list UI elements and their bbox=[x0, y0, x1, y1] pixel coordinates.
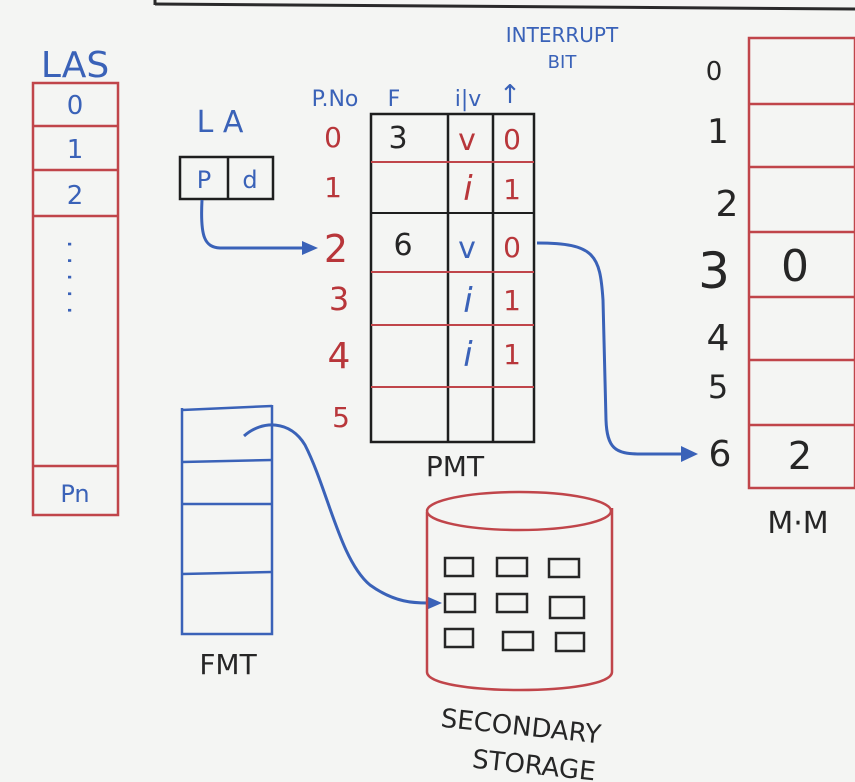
pmt-caption: PMT bbox=[426, 450, 485, 483]
interrupt-arrow-icon: ↑ bbox=[499, 80, 521, 110]
fmt-caption: FMT bbox=[199, 648, 257, 681]
las-table: LAS 0 1 2 . . . . . Pn bbox=[31, 45, 120, 517]
las-dots: . . . . . bbox=[61, 240, 91, 314]
pmt-row-3-bit: 1 bbox=[503, 284, 521, 317]
mm-index-3: 3 bbox=[698, 242, 730, 300]
pmt-row-4-iv: i bbox=[463, 335, 473, 375]
logical-address: L A P d bbox=[178, 105, 275, 201]
interrupt-label-line1: INTERRUPT bbox=[506, 23, 619, 47]
la-title: L A bbox=[197, 105, 244, 140]
secondary-storage-cylinder: SECONDARY STORAGE bbox=[425, 490, 614, 782]
pmt-row-0-frame: 3 bbox=[388, 121, 407, 156]
pmt-row-2-bit: 0 bbox=[503, 231, 521, 264]
pmt-row-5-pno: 5 bbox=[332, 401, 350, 434]
pmt-row-3-iv: i bbox=[463, 281, 473, 321]
pmt-row-4-bit: 1 bbox=[503, 338, 521, 371]
pmt-row-1-iv: i bbox=[463, 169, 473, 209]
mm-index-1: 1 bbox=[707, 112, 729, 152]
pmt-row-2-pno: 2 bbox=[324, 227, 348, 271]
pmt-header-pno: P.No bbox=[312, 87, 359, 112]
pmt-row-2-iv: v bbox=[458, 231, 476, 266]
pmt-row-0-pno: 0 bbox=[324, 121, 342, 154]
pmt-table: INTERRUPT BIT ↑ P.No F i|v 0 3 v 0 1 i 1… bbox=[312, 23, 619, 483]
storage-blocks bbox=[443, 556, 586, 653]
pmt-to-mm-arrow bbox=[536, 241, 698, 462]
pmt-row-0-iv: v bbox=[458, 123, 476, 158]
storage-caption-line2: STORAGE bbox=[471, 745, 597, 782]
mm-index-6: 6 bbox=[709, 434, 732, 475]
las-row-1: 1 bbox=[67, 135, 84, 165]
storage-caption-line1: SECONDARY bbox=[439, 704, 602, 751]
pmt-row-4-pno: 4 bbox=[328, 336, 351, 377]
mm-content-3: 0 bbox=[781, 241, 809, 292]
mm-index-5: 5 bbox=[708, 368, 728, 406]
pmt-row-3-pno: 3 bbox=[329, 280, 349, 318]
pmt-header-frame: F bbox=[388, 87, 401, 112]
pmt-row-1-bit: 1 bbox=[503, 173, 521, 206]
main-memory: 0 1 2 3 4 5 6 0 2 M·M bbox=[698, 36, 855, 541]
mm-caption: M·M bbox=[767, 506, 828, 541]
interrupt-label-line2: BIT bbox=[548, 52, 578, 73]
top-frame-edge bbox=[153, 0, 855, 11]
pmt-row-1-pno: 1 bbox=[324, 171, 342, 204]
mm-index-4: 4 bbox=[707, 318, 730, 359]
la-to-pmt-arrow bbox=[200, 199, 318, 255]
pmt-row-0-bit: 0 bbox=[503, 123, 521, 156]
pmt-row-2-frame: 6 bbox=[393, 228, 412, 263]
fmt-table: FMT bbox=[180, 404, 274, 681]
las-title: LAS bbox=[41, 45, 109, 86]
mm-content-6: 2 bbox=[788, 434, 812, 478]
las-last-row: Pn bbox=[60, 480, 89, 508]
mm-index-0: 0 bbox=[706, 57, 723, 87]
las-row-0: 0 bbox=[67, 91, 84, 121]
mm-index-2: 2 bbox=[716, 184, 739, 225]
la-d: d bbox=[242, 166, 257, 194]
pmt-header-iv: i|v bbox=[455, 87, 482, 112]
fmt-to-storage-arrow bbox=[243, 423, 442, 610]
la-p: P bbox=[197, 166, 211, 194]
las-row-2: 2 bbox=[67, 181, 84, 211]
